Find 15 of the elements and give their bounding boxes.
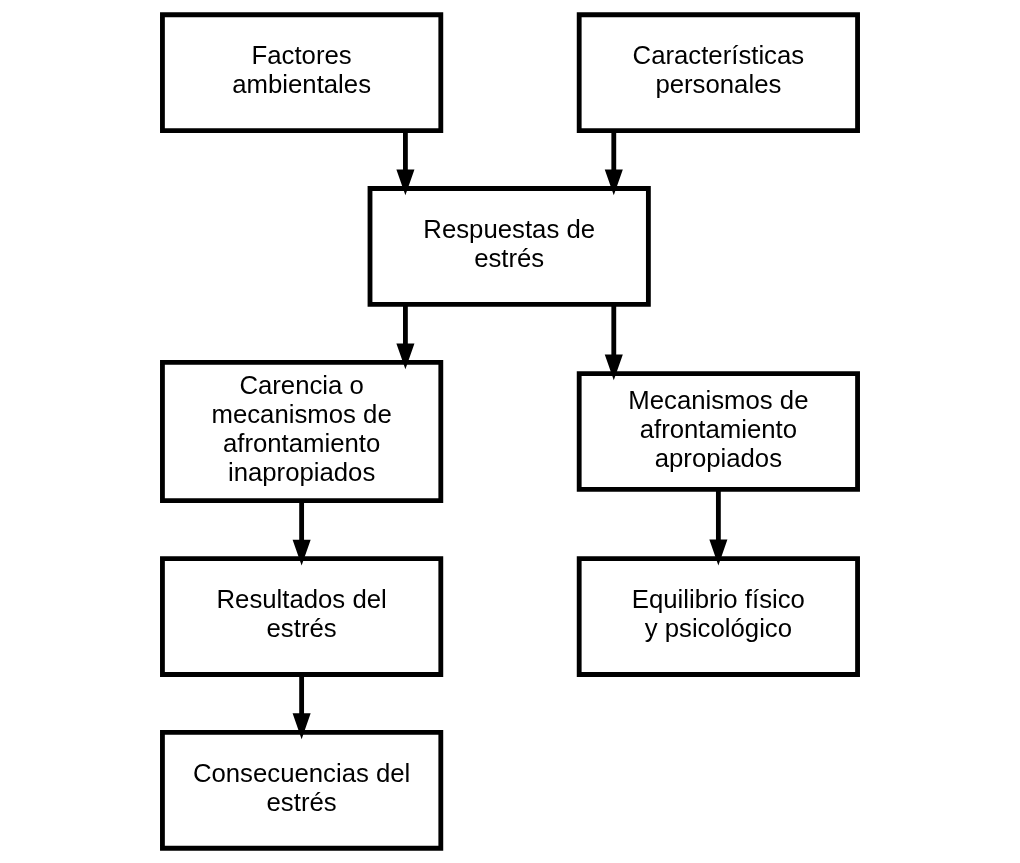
node-box: Características personales — [576, 12, 860, 133]
node-box: Factores ambientales — [160, 12, 444, 133]
arrow — [604, 304, 623, 381]
arrow — [396, 304, 415, 370]
node-box: Mecanismos de afrontamiento apropiados — [576, 371, 860, 492]
node-box: Respuestas de estrés — [367, 186, 651, 307]
node-box: Resultados del estrés — [160, 556, 444, 677]
arrow — [292, 674, 311, 740]
node-box: Consecuencias del estrés — [160, 730, 444, 851]
arrow — [604, 131, 623, 196]
node-box: Carencia o mecanismos de afrontamiento inapropiados — [160, 359, 444, 504]
node-box: Equilibrio físico y psicológico — [576, 556, 860, 677]
arrow — [396, 131, 415, 196]
arrow — [292, 500, 311, 566]
arrow — [709, 489, 728, 566]
